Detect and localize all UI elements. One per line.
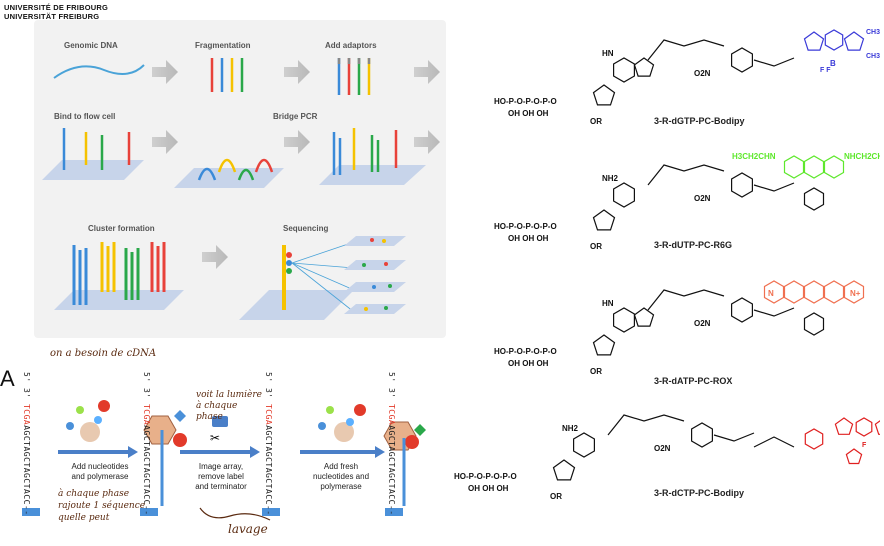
- svg-text:OR: OR: [550, 492, 562, 501]
- molecule-name-3: 3-R-dATP-PC-ROX: [654, 376, 733, 386]
- svg-text:HO-P-O-P-O-P-O: HO-P-O-P-O-P-O: [494, 347, 557, 356]
- svg-text:OH OH OH: OH OH OH: [508, 359, 549, 368]
- university-name-fr: UNIVERSITÉ DE FRIBOURG: [4, 3, 108, 12]
- svg-text:OR: OR: [590, 242, 602, 251]
- caption-image-array: Image array, remove label and terminator: [195, 462, 247, 491]
- svg-text:H3CH2CHN: H3CH2CHN: [732, 152, 776, 161]
- polymerase-icon-2: [334, 422, 354, 442]
- university-name-de: UNIVERSITÄT FREIBURG: [4, 12, 100, 21]
- flow-cell-1: [42, 128, 144, 180]
- panel-label-a: A: [0, 366, 15, 391]
- molecule-name-1: 3-R-dGTP-PC-Bodipy: [654, 116, 745, 126]
- sequencing-illustration: [239, 236, 406, 320]
- workflow-diagram: [42, 58, 440, 320]
- dye-2: H3CH2CHN NHCH2CH3: [732, 152, 880, 179]
- step-bridge-pcr: Bridge PCR: [273, 112, 318, 121]
- svg-text:OR: OR: [590, 367, 602, 376]
- svg-text:F: F: [862, 442, 867, 449]
- svg-text:OR: OR: [590, 117, 602, 126]
- svg-text:CH3: CH3: [866, 29, 880, 36]
- svg-text:O2N: O2N: [694, 319, 711, 328]
- svg-text:CH3: CH3: [866, 53, 880, 60]
- svg-text:F F: F F: [820, 67, 831, 74]
- step-add-adaptors: Add adaptors: [325, 41, 377, 50]
- note-phase: à chaque phase rajoute 1 séquence quelle…: [58, 489, 146, 523]
- svg-text:NH2: NH2: [562, 424, 579, 433]
- step-genomic-dna: Genomic DNA: [64, 41, 118, 50]
- sequence-column-4: 5' 3' TCGAAGCTAGCTAGCTACC--: [387, 372, 396, 516]
- svg-text:NH2: NH2: [602, 174, 619, 183]
- flow-cell-2: [174, 158, 284, 188]
- polymerase-icon: [80, 422, 100, 442]
- cycle-arrows: [58, 446, 385, 458]
- step-cluster-formation: Cluster formation: [88, 224, 155, 233]
- svg-text:OH OH OH: OH OH OH: [508, 109, 549, 118]
- svg-text:OH OH OH: OH OH OH: [508, 234, 549, 243]
- svg-text:HO-P-O-P-O-P-O: HO-P-O-P-O-P-O: [494, 97, 557, 106]
- cluster-flow-cell: [54, 242, 184, 310]
- nucleotide-icons: [66, 406, 426, 436]
- polymerase-active-icon: [143, 415, 177, 445]
- svg-text:NHCH2CH3: NHCH2CH3: [844, 152, 880, 161]
- step-sequencing: Sequencing: [283, 224, 329, 233]
- svg-text:N+: N+: [850, 289, 861, 298]
- note-cdna: on a besoin de cDNA: [50, 348, 157, 359]
- step-bind-flow-cell: Bind to flow cell: [54, 112, 116, 121]
- svg-text:O2N: O2N: [654, 444, 671, 453]
- svg-text:HN: HN: [602, 49, 614, 58]
- note-light: voit la lumière à chaque phase: [196, 390, 263, 422]
- sequencing-cycle-diagram: ✂: [22, 400, 426, 521]
- caption-add-nucleotides: Add nucleotides and polymerase: [71, 462, 129, 481]
- stop-icons: [98, 400, 419, 449]
- svg-text:O2N: O2N: [694, 69, 711, 78]
- svg-text:N: N: [768, 289, 774, 298]
- caption-add-fresh: Add fresh nucleotides and polymerase: [312, 462, 370, 491]
- svg-text:B: B: [830, 59, 836, 68]
- scissors-icon: ✂: [210, 431, 220, 445]
- svg-text:HN: HN: [602, 299, 614, 308]
- sequence-column-1: 5' 3' TCGAAGCTAGCTAGCTACC--: [22, 372, 31, 516]
- fragments: [210, 58, 244, 92]
- dye-4: F: [804, 417, 880, 465]
- svg-text:HO-P-O-P-O-P-O: HO-P-O-P-O-P-O: [454, 472, 517, 481]
- molecule-3: HO-P-O-P-O-P-O OH OH OH OR HN O2N N N+: [494, 280, 865, 376]
- note-wash: lavage: [228, 522, 268, 536]
- camera-icon: [212, 416, 228, 427]
- step-fragmentation: Fragmentation: [195, 41, 251, 50]
- dye-3: N N+: [763, 280, 865, 304]
- sequence-column-3: 5' 3' TCGAAGCTAGCTAGCTACC--: [264, 372, 273, 516]
- genomic-dna-strand: [53, 64, 145, 79]
- svg-text:O2N: O2N: [694, 194, 711, 203]
- svg-text:HO-P-O-P-O-P-O: HO-P-O-P-O-P-O: [494, 222, 557, 231]
- svg-text:OH OH OH: OH OH OH: [468, 484, 509, 493]
- sequence-column-2: 5' 3' TCGAAGCTAGCTAGCTACC--: [142, 372, 151, 516]
- workflow-arrows: [152, 60, 440, 269]
- flow-cell-3: [319, 128, 426, 185]
- molecule-name-2: 3-R-dUTP-PC-R6G: [654, 240, 732, 250]
- adaptor-fragments: [337, 58, 371, 95]
- molecule-name-4: 3-R-dCTP-PC-Bodipy: [654, 488, 744, 498]
